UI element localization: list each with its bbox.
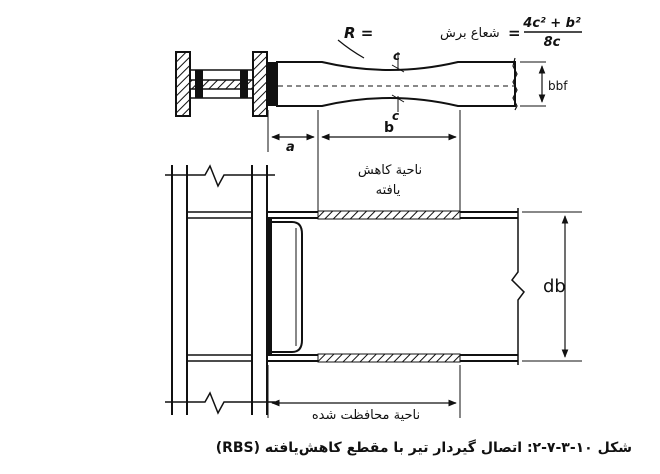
shear-tab	[269, 221, 303, 353]
formula-denominator: 8c	[544, 35, 561, 50]
reduced-zone-label-2: یافته	[376, 183, 401, 198]
radius-label: شعاع برش	[440, 26, 500, 41]
beam-flange-plan	[276, 61, 516, 107]
plan-view: c c bbf a b	[175, 39, 568, 212]
a-label: a	[286, 140, 295, 155]
formula-equals: =	[508, 24, 521, 42]
figure-caption: شکل ۱۰-۳-۷-۲: اتصال گیردار تیر با مقطع ک…	[215, 440, 632, 456]
protected-zone-label: ناحیة محافظت شده	[312, 408, 420, 423]
weld-face	[267, 62, 277, 106]
column-flange-left	[175, 51, 191, 117]
radius-formula: R = شعاع برش = 4c² + b² 8c	[344, 16, 582, 50]
bbf-label: bbf	[548, 79, 568, 93]
r-symbol: R =	[344, 24, 373, 42]
c-label-top: c	[393, 49, 400, 63]
column-flange-right	[252, 51, 268, 117]
db-label: db	[543, 276, 566, 297]
b-label: b	[384, 120, 394, 136]
continuity-plate-left	[195, 70, 203, 98]
rbs-zone-top-flange	[317, 210, 461, 220]
continuity-plate-right	[240, 70, 248, 98]
column-web	[189, 79, 254, 90]
c-label-bottom: c	[392, 109, 399, 123]
reduced-zone-label-1: ناحیة کاهش	[358, 163, 422, 178]
formula-numerator: 4c² + b²	[522, 16, 581, 31]
elevation-view: db ناحیة محافظت شده	[165, 164, 582, 423]
rbs-zone-bottom-flange	[317, 353, 461, 363]
